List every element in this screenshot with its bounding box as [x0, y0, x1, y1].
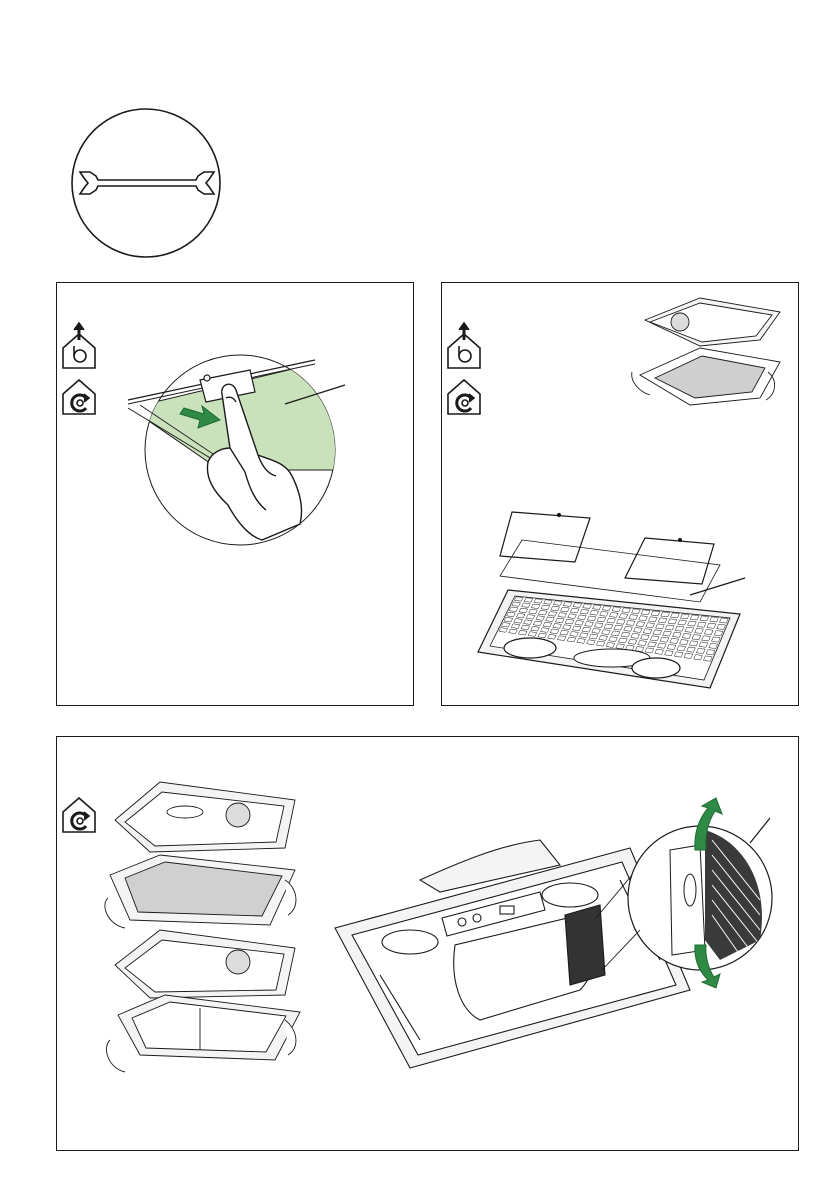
hood-grease-filter-step [105, 782, 296, 928]
house-recirculation-icon [63, 798, 95, 832]
hood-charcoal-filter-step [106, 930, 300, 1072]
callout-line [750, 818, 770, 843]
